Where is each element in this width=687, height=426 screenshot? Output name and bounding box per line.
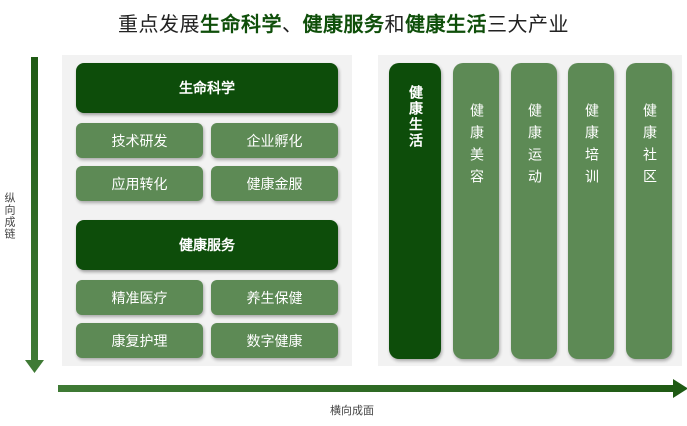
health-service-item: 数字健康 bbox=[211, 323, 338, 358]
horizontal-axis-label: 横向成面 bbox=[330, 404, 374, 417]
health-service-item: 养生保健 bbox=[211, 280, 338, 315]
title-separator-1: 、 bbox=[282, 12, 303, 36]
title-highlight-health-life: 健康生活 bbox=[405, 12, 487, 36]
health-life-column: 健康培训 bbox=[568, 63, 614, 359]
health-life-column: 健康美容 bbox=[453, 63, 499, 359]
title-highlight-life-science: 生命科学 bbox=[200, 12, 282, 36]
health-life-column-label: 健康培训 bbox=[583, 103, 599, 191]
title-suffix: 三大产业 bbox=[487, 12, 569, 36]
title-prefix: 重点发展 bbox=[118, 12, 200, 36]
health-life-column-label: 健康美容 bbox=[468, 103, 484, 191]
health-service-header: 健康服务 bbox=[76, 220, 338, 270]
health-service-item: 精准医疗 bbox=[76, 280, 203, 315]
vertical-arrow bbox=[25, 57, 44, 373]
vertical-axis-label: 纵向成链 bbox=[3, 192, 16, 240]
health-life-column: 健康社区 bbox=[626, 63, 672, 359]
health-life-header: 健康生活 bbox=[389, 63, 441, 359]
life-science-item: 技术研发 bbox=[76, 123, 203, 158]
page-title: 重点发展生命科学、健康服务和健康生活三大产业 bbox=[0, 8, 687, 37]
health-service-item: 康复护理 bbox=[76, 323, 203, 358]
life-science-item: 应用转化 bbox=[76, 166, 203, 201]
health-life-column-label: 健康社区 bbox=[641, 103, 657, 191]
horizontal-arrow bbox=[58, 379, 687, 398]
life-science-item: 企业孵化 bbox=[211, 123, 338, 158]
title-highlight-health-service: 健康服务 bbox=[302, 12, 385, 36]
life-science-item: 健康金服 bbox=[211, 166, 338, 201]
health-life-column-label: 健康运动 bbox=[526, 103, 542, 191]
health-life-column: 健康运动 bbox=[511, 63, 557, 359]
health-life-header-label: 健康生活 bbox=[407, 85, 423, 149]
title-separator-2: 和 bbox=[384, 12, 405, 36]
life-science-header: 生命科学 bbox=[76, 63, 338, 113]
